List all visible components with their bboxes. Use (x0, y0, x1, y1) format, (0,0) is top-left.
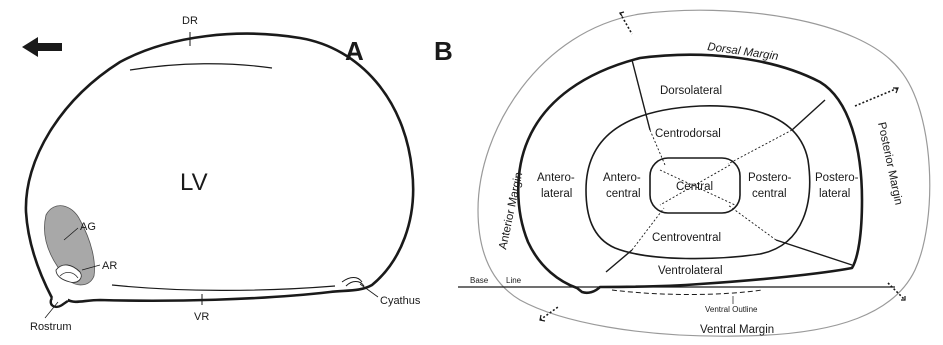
rostrum-tip (51, 298, 69, 307)
region-dorsolateral: Dorsolateral (660, 85, 722, 97)
panel-b-letter: B (434, 36, 453, 66)
region-antero-lateral-2: lateral (541, 188, 572, 200)
posterior-margin-label: Posterior Margin (875, 121, 904, 206)
region-antero-lateral-1: Antero- (537, 172, 575, 184)
panel-a: DR LV AG AR Rostrum VR Cyathus A (22, 15, 421, 333)
dr-label: DR (182, 15, 198, 27)
ventral-outline (612, 290, 762, 295)
anterior-margin-label: Anterior Margin (497, 171, 525, 250)
ag-label: AG (80, 221, 96, 233)
region-postero-lateral-2: lateral (819, 188, 850, 200)
arrow-left-icon (22, 37, 62, 57)
region-centroventral: Centroventral (652, 232, 721, 244)
region-postero-central-2: central (752, 188, 787, 200)
line-label: Line (506, 276, 522, 285)
base-label: Base (470, 276, 489, 285)
rostrum-label: Rostrum (30, 321, 72, 333)
vr-label: VR (194, 311, 209, 323)
panel-a-letter: A (345, 36, 364, 66)
dorsal-inner-line (130, 64, 272, 70)
lv-label: LV (180, 169, 208, 196)
region-ventrolateral: Ventrolateral (658, 265, 723, 277)
region-antero-central-2: central (606, 188, 641, 200)
ventral-inner-line (112, 285, 335, 290)
region-postero-lateral-1: Postero- (815, 172, 859, 184)
region-postero-central-1: Postero- (748, 172, 792, 184)
ar-label: AR (102, 260, 117, 272)
panel-b: B (434, 10, 930, 336)
region-centrodorsal: Centrodorsal (655, 128, 721, 140)
region-antero-central-1: Antero- (603, 172, 641, 184)
ventral-margin-label: Ventral Margin (700, 324, 774, 336)
ventral-outline-label: Ventral Outline (705, 305, 758, 314)
cyathus-label: Cyathus (380, 295, 421, 307)
region-central: Central (676, 181, 713, 193)
